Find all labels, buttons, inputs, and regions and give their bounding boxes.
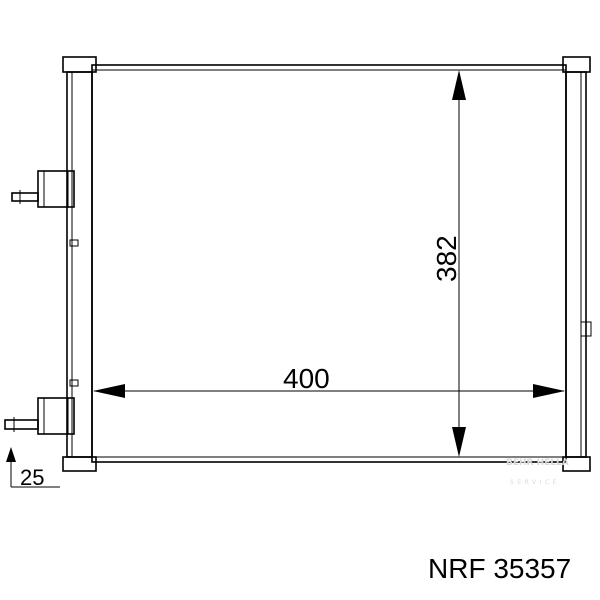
width-dimension: 400 — [93, 363, 565, 398]
pipe-offset-dimension: 25 — [6, 447, 60, 490]
arrow-left-icon — [93, 384, 125, 398]
lower-pipe-fitting — [4, 397, 75, 435]
core-outline — [91, 64, 567, 463]
offset-label: 25 — [20, 465, 44, 490]
upper-pipe-fitting — [11, 170, 75, 208]
arrow-down-icon — [452, 427, 466, 457]
arrow-up-icon — [452, 70, 466, 100]
height-label: 382 — [431, 235, 462, 282]
brand-watermark: BEHR HELLA SERVICE — [506, 458, 569, 486]
right-header-tank — [562, 56, 592, 472]
left-header-tank — [62, 56, 97, 472]
part-number: NRF 35357 — [428, 553, 572, 584]
arrow-up-small-icon — [6, 447, 16, 462]
service-text: SERVICE — [510, 479, 560, 486]
brand-logo: BEHR HELLA — [506, 458, 569, 468]
arrow-right-icon — [533, 384, 565, 398]
condenser-core — [91, 64, 567, 463]
height-dimension: 382 — [431, 70, 466, 457]
width-label: 400 — [283, 363, 330, 394]
